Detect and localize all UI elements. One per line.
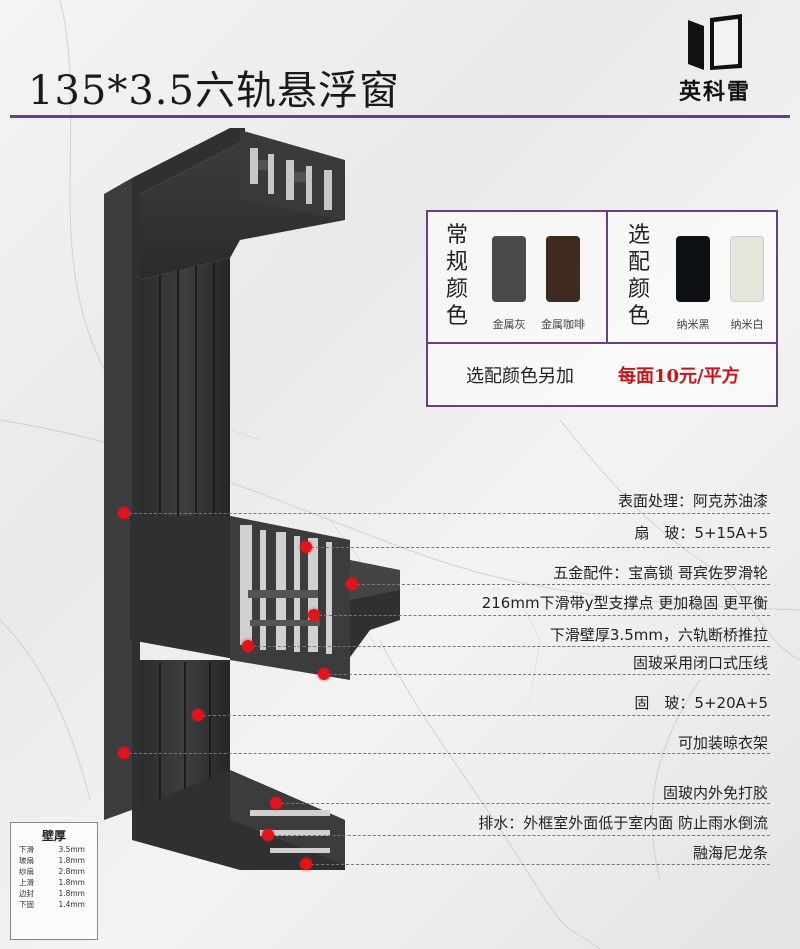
feature-callout: 下滑壁厚3.5mm，六轨断桥推拉 (549, 626, 768, 644)
optional-colors-label: 选配颜色 (627, 223, 650, 329)
swatch-label: 金属咖啡 (541, 318, 585, 331)
table-row: 玻扇 1.8mm (11, 855, 97, 866)
part-name: 下固 (19, 900, 34, 909)
callout-marker (308, 609, 320, 621)
part-name: 玻扇 (19, 856, 34, 865)
panel-divider (428, 342, 776, 344)
leader-line (352, 584, 770, 585)
feature-callout: 扇 玻：5+15A+5 (634, 524, 768, 542)
table-row: 下滑 3.5mm (11, 844, 97, 855)
swatch-label: 金属灰 (492, 318, 526, 331)
leader-line (324, 674, 770, 675)
swatch-label: 纳米黑 (676, 318, 710, 331)
leader-line (124, 753, 770, 754)
optional-color-note: 选配颜色另加 (466, 366, 574, 387)
feature-callout: 表面处理：阿克苏油漆 (617, 492, 768, 510)
brand-logo: 英科雷 (665, 12, 765, 106)
leader-line (306, 547, 770, 548)
part-value: 1.8mm (58, 856, 85, 865)
part-value: 2.8mm (58, 867, 85, 876)
part-name: 边封 (19, 889, 34, 898)
part-value: 1.8mm (58, 878, 85, 887)
callout-marker (300, 858, 312, 870)
optional-color-price: 每面10元/平方 (618, 366, 740, 387)
feature-callout: 固玻内外免打胶 (662, 784, 768, 802)
window-profile-illustration (104, 128, 400, 870)
part-value: 3.5mm (58, 845, 85, 854)
feature-callout: 固玻采用闭口式压线 (632, 654, 768, 672)
callout-marker (118, 507, 130, 519)
part-name: 纱扇 (19, 867, 34, 876)
swatch-metal-gray (492, 236, 526, 302)
part-value: 1.4mm (58, 900, 85, 909)
door-icon (688, 14, 742, 70)
wall-thickness-title: 壁厚 (41, 829, 66, 843)
swatch-label: 纳米白 (730, 318, 764, 331)
table-row: 纱扇 2.8mm (11, 866, 97, 877)
callout-marker (270, 797, 282, 809)
leader-line (268, 835, 770, 836)
swatch-nano-black (676, 236, 710, 302)
leader-line (198, 715, 770, 716)
feature-callout: 216mm下滑带y型支撑点 更加稳固 更平衡 (481, 594, 768, 612)
swatch-nano-white (730, 236, 764, 302)
standard-colors-label: 常规颜色 (445, 223, 468, 329)
table-row: 下固 1.4mm (11, 899, 97, 910)
table-row: 上滑 1.8mm (11, 877, 97, 888)
callout-marker (118, 747, 130, 759)
part-value: 1.8mm (58, 889, 85, 898)
leader-line (306, 864, 770, 865)
leader-line (314, 615, 770, 616)
callout-marker (318, 668, 330, 680)
callout-marker (242, 640, 254, 652)
brand-name: 英科雷 (678, 80, 751, 105)
part-name: 上滑 (19, 878, 34, 887)
swatch-metal-coffee (546, 236, 580, 302)
color-options-panel: 常规颜色 金属灰 金属咖啡 选配颜色 纳米黑 纳米白 选配颜色另加 每面10元/… (426, 210, 778, 407)
leader-line (276, 803, 770, 804)
leader-line (248, 646, 770, 647)
callout-marker (346, 578, 358, 590)
part-name: 下滑 (19, 845, 34, 854)
title-underline (10, 115, 790, 118)
panel-divider (606, 212, 608, 342)
callout-marker (192, 709, 204, 721)
feature-callout: 可加装晾衣架 (677, 734, 768, 752)
feature-callout: 排水：外框室外面低于室内面 防止雨水倒流 (478, 814, 768, 832)
wall-thickness-table: 壁厚 下滑 3.5mm 玻扇 1.8mm 纱扇 2.8mm 上滑 1.8mm 边封 1.8… (10, 822, 98, 940)
feature-callout: 融海尼龙条 (692, 844, 768, 862)
leader-line (124, 513, 770, 514)
feature-callout: 固 玻：5+20A+5 (634, 694, 768, 712)
page-title: 135*3.5六轨悬浮窗 (28, 68, 400, 114)
table-row: 边封 1.8mm (11, 888, 97, 899)
callout-marker (262, 829, 274, 841)
callout-marker (300, 541, 312, 553)
feature-callout: 五金配件：宝高锁 哥宾佐罗滑轮 (553, 564, 768, 582)
